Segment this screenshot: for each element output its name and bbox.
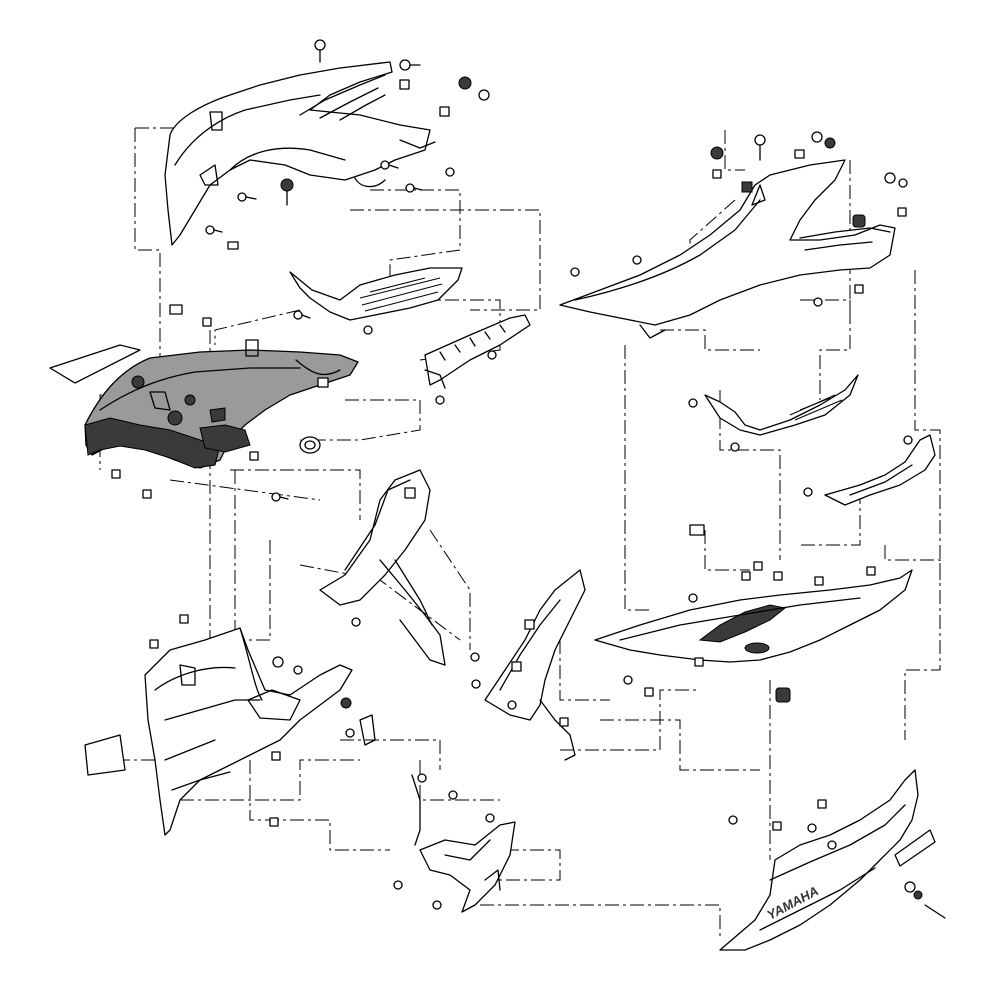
fastener-bolts [111, 39, 946, 919]
clip [359, 714, 376, 746]
nut [179, 614, 189, 624]
bolt [380, 160, 399, 170]
bolt [393, 880, 403, 890]
nut [866, 566, 876, 576]
bolt [272, 656, 303, 675]
bolt [405, 183, 423, 193]
bolt [351, 617, 361, 627]
washer [884, 172, 896, 184]
nut [773, 571, 783, 581]
center-inner-panel [319, 469, 446, 666]
bolt [730, 442, 740, 452]
bolt [432, 900, 442, 910]
nut [142, 489, 152, 499]
bolt [445, 167, 455, 177]
washer [811, 131, 823, 143]
mounting-bracket [424, 314, 531, 389]
nut [694, 657, 704, 667]
side-panel-right [594, 569, 913, 663]
nut [741, 571, 751, 581]
nut [524, 619, 535, 630]
bolt [807, 823, 817, 833]
nut [271, 751, 281, 761]
small-duct-right [704, 374, 859, 436]
clip [227, 241, 239, 250]
nut [340, 697, 352, 709]
bolt [507, 700, 517, 710]
upper-side-cowl-left [164, 61, 436, 246]
bolt [399, 59, 421, 71]
bolt [345, 728, 355, 738]
clip [439, 106, 450, 117]
nut [772, 821, 782, 831]
bolt [898, 178, 908, 188]
bolt [314, 39, 326, 63]
clip [559, 717, 569, 727]
grommet-small [280, 178, 294, 206]
nut [824, 137, 836, 149]
bolt [417, 773, 427, 783]
grommet-small [775, 687, 791, 703]
upper-side-cowl-right [559, 159, 896, 339]
inner-duct-panel [289, 267, 463, 321]
nut [753, 561, 763, 571]
nut [149, 639, 159, 649]
nut [249, 451, 259, 461]
nut [458, 76, 472, 90]
nut [644, 687, 654, 697]
clip [399, 79, 410, 90]
bolt [293, 310, 311, 320]
bolt [803, 487, 813, 497]
bolt [632, 255, 642, 265]
nut [897, 207, 907, 217]
bolt [754, 134, 766, 161]
bolt [485, 813, 495, 823]
trim-strip-right [824, 434, 936, 506]
clip [169, 304, 183, 315]
lower-inner-panel [411, 774, 516, 913]
clip [794, 149, 805, 159]
nut [111, 469, 121, 479]
nut [854, 284, 864, 294]
bolt [813, 297, 823, 307]
bolt [570, 267, 580, 277]
nut [511, 661, 522, 672]
grommet-small [852, 214, 866, 228]
bolt [363, 325, 373, 335]
bolt [271, 492, 289, 502]
clip [689, 524, 705, 536]
bolt [487, 350, 497, 360]
washer [478, 89, 490, 101]
bolt [470, 652, 480, 662]
bolt [237, 192, 257, 202]
nut [814, 576, 824, 586]
bolt [728, 815, 738, 825]
nut [710, 146, 724, 160]
bolt [471, 679, 481, 689]
bolt [435, 395, 445, 405]
bolt [904, 881, 946, 919]
nut [202, 317, 212, 327]
bolt [688, 593, 698, 603]
under-cowl: YAMAHA [719, 769, 936, 951]
clip [317, 377, 329, 388]
bolt [688, 398, 698, 408]
nut [741, 181, 753, 193]
highlighted-inner-panel [49, 339, 359, 469]
bolt [623, 675, 633, 685]
center-side-panel [484, 569, 586, 761]
clip [404, 487, 416, 499]
bolt [903, 435, 913, 445]
nut [269, 817, 279, 827]
bolt [448, 790, 458, 800]
nut [817, 799, 827, 809]
bolt [205, 225, 223, 235]
nut [712, 169, 722, 179]
lower-cowl-left [84, 627, 353, 836]
bolt [827, 840, 837, 850]
grommet [299, 436, 321, 454]
